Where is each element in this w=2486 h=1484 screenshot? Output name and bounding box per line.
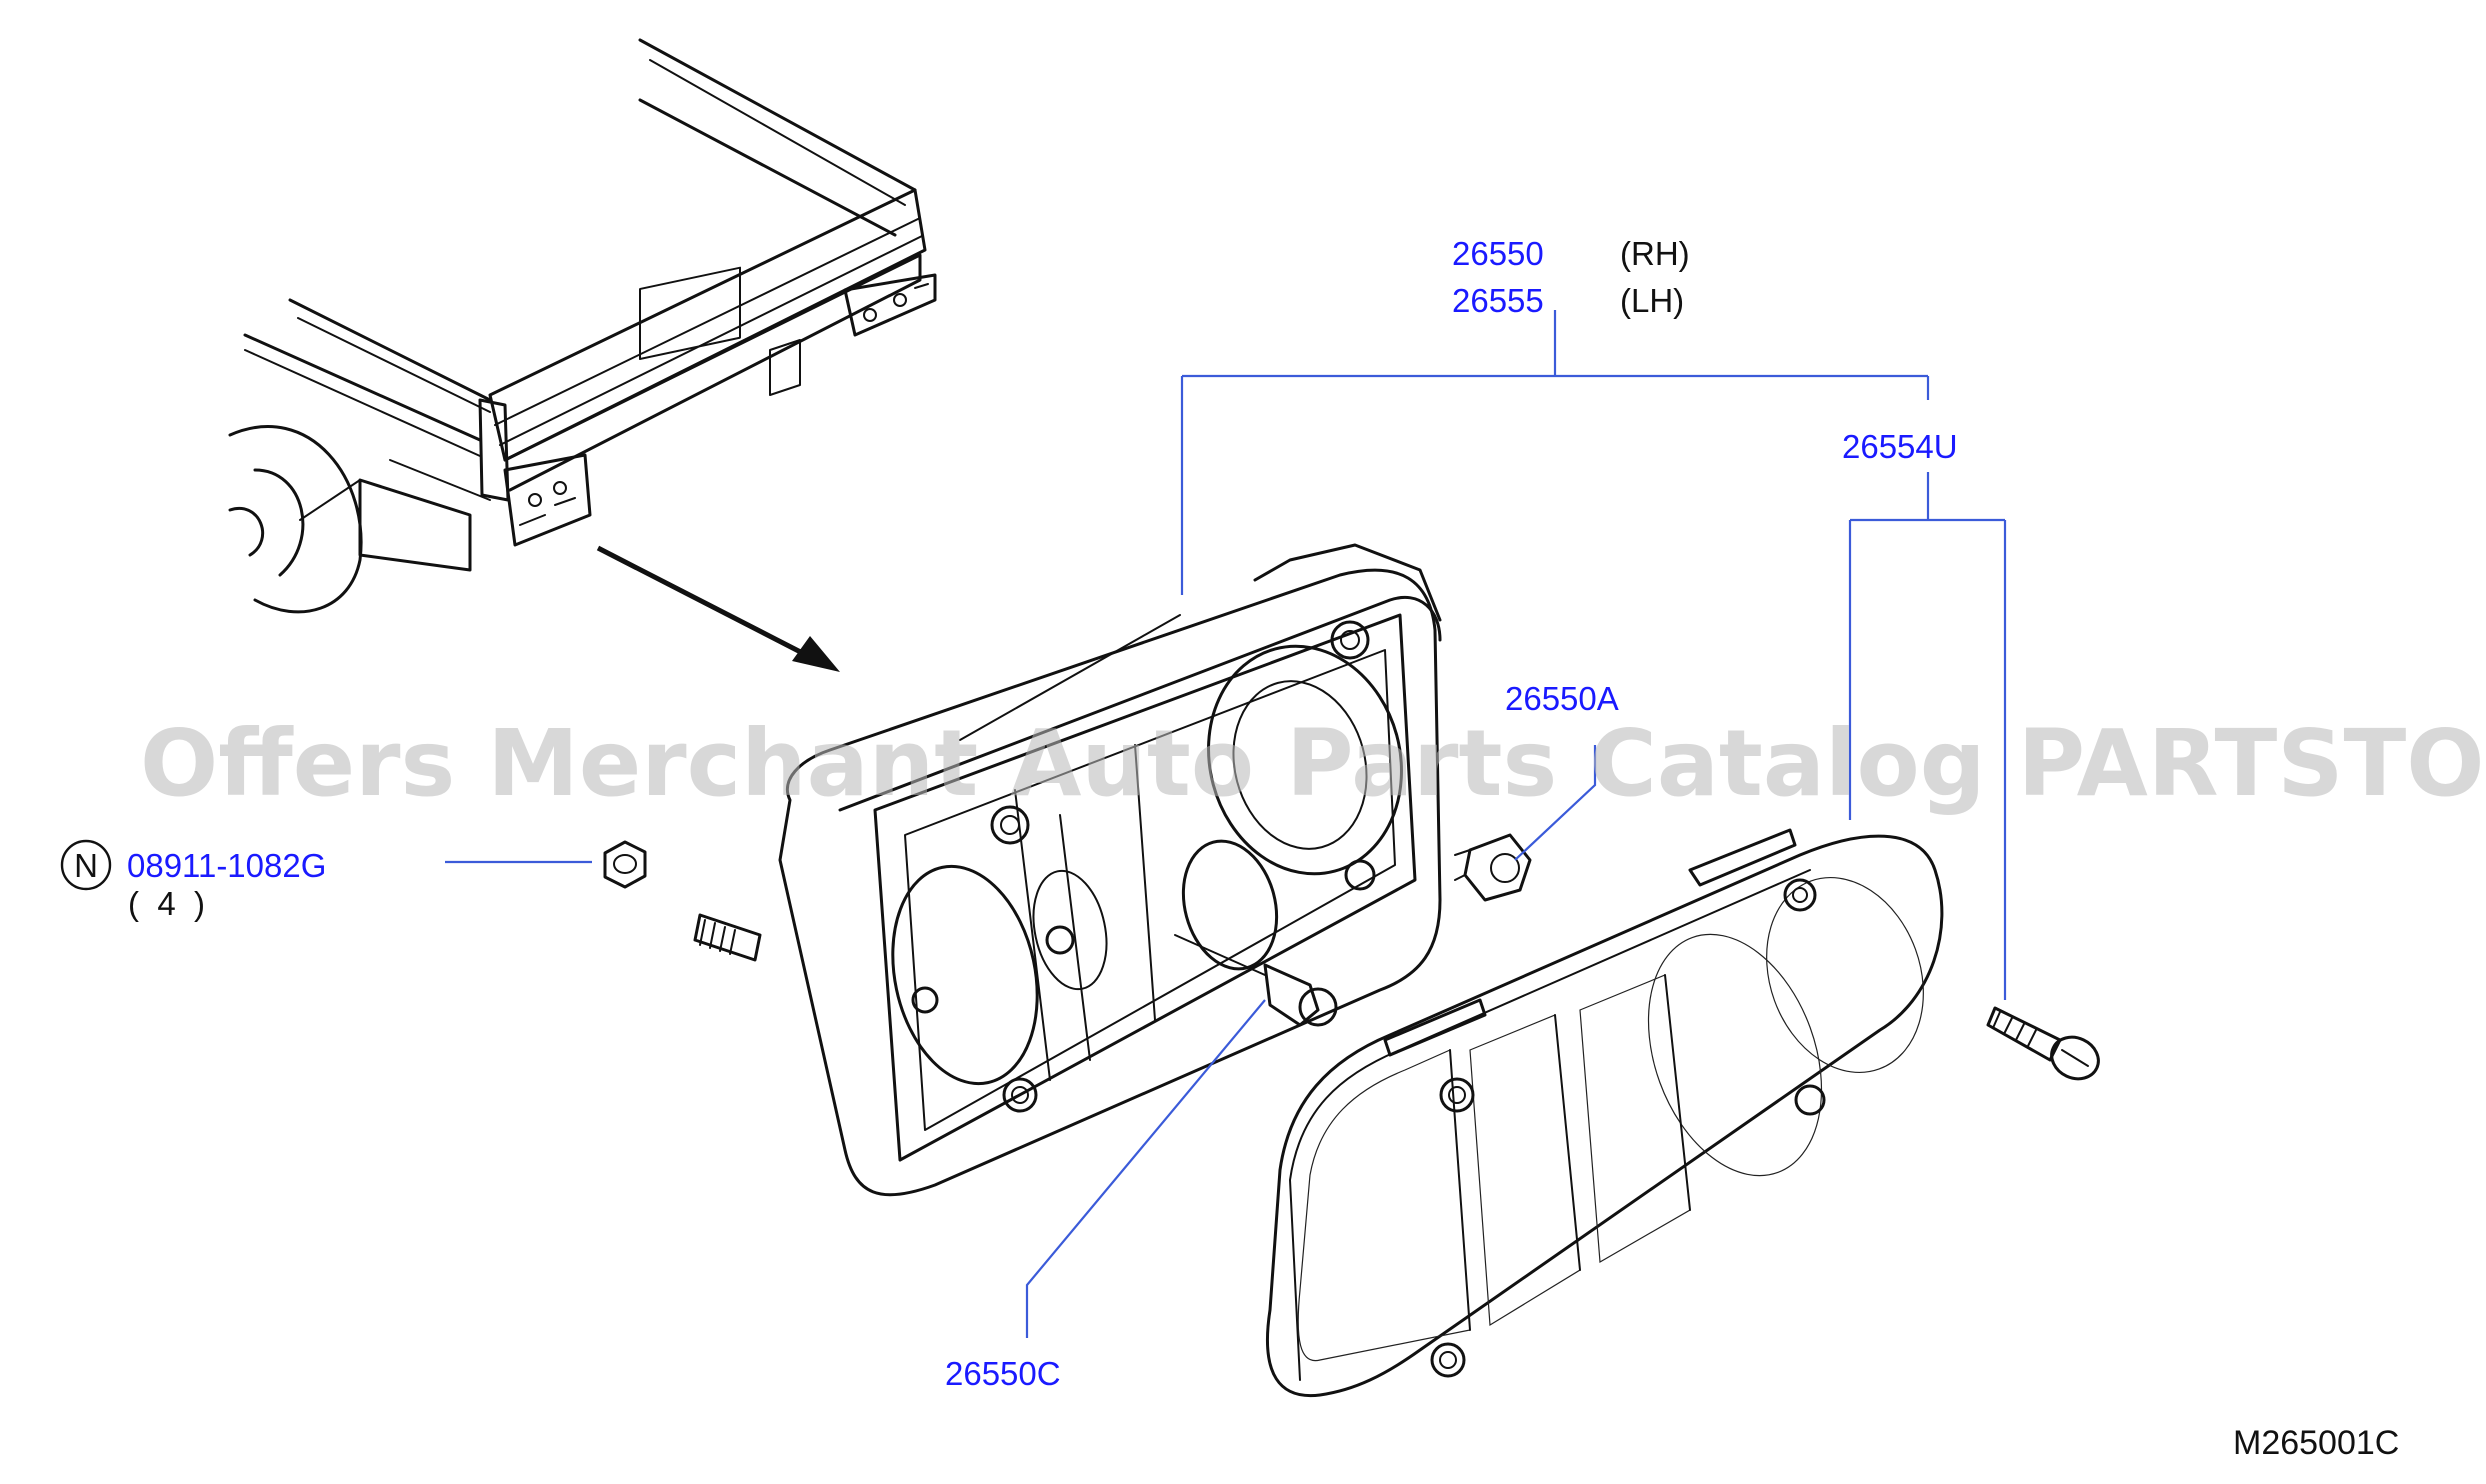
leader-lines bbox=[445, 310, 2007, 1338]
lens-screw-illustration bbox=[1986, 1006, 2100, 1081]
assembly-lh-side: (LH) bbox=[1620, 282, 1684, 319]
assembly-rh-side: (RH) bbox=[1620, 235, 1690, 272]
bulb-illustration bbox=[1174, 934, 1338, 1027]
nut-marker: N bbox=[74, 847, 98, 884]
nut-quantity: ( 4 ) bbox=[128, 885, 205, 922]
assembly-rh-part-number[interactable]: 26550 bbox=[1452, 235, 1544, 272]
bulb-part-number[interactable]: 26550C bbox=[945, 1355, 1061, 1392]
drawing-reference: M265001C bbox=[2233, 1424, 2399, 1462]
lamp-lens bbox=[1265, 828, 1944, 1398]
nut-illustration bbox=[603, 840, 647, 889]
lamp-housing bbox=[693, 543, 1442, 1197]
assembly-lh-part-number[interactable]: 26555 bbox=[1452, 282, 1544, 319]
nut-callout: N 08911-1082G ( 4 ) bbox=[60, 839, 326, 922]
nut-part-number[interactable]: 08911-1082G bbox=[127, 847, 326, 884]
socket-part-number[interactable]: 26550A bbox=[1505, 680, 1619, 717]
watermark: Offers Merchant Auto Parts Catalog PARTS… bbox=[140, 710, 2486, 817]
lens-part-number[interactable]: 26554U bbox=[1842, 428, 1958, 465]
truck-rear-illustration bbox=[228, 38, 937, 672]
socket-illustration bbox=[1454, 833, 1532, 902]
nut-marker-circle bbox=[60, 839, 112, 891]
